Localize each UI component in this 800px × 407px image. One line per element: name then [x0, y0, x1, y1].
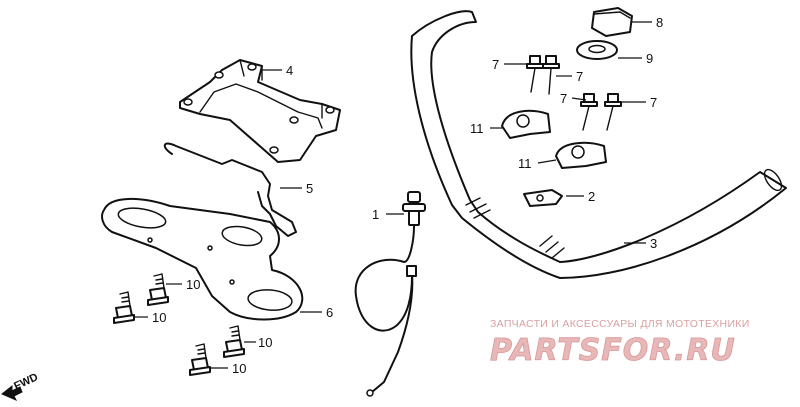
leader-lines — [134, 21, 652, 369]
callout-9: 9 — [646, 51, 653, 66]
watermark-brand: PARTSFOR.RU — [490, 333, 736, 368]
callout-2: 2 — [588, 189, 595, 204]
callout-5: 5 — [306, 181, 313, 196]
choke-cable — [354, 191, 426, 397]
bolt-7b — [542, 55, 560, 95]
watermark-tagline: ЗАПЧАСТИ И АКСЕССУАРЫ ДЛЯ МОТОТЕХНИКИ — [490, 318, 750, 330]
callouts: 4 5 6 1 2 3 8 9 7 7 7 7 11 11 10 10 10 1… — [152, 15, 663, 376]
bolt-10b — [113, 291, 135, 324]
callout-10c: 10 — [258, 335, 272, 350]
bolt-10a — [147, 273, 169, 306]
callout-10b: 10 — [152, 310, 166, 325]
callout-7c: 7 — [560, 91, 567, 106]
callout-1: 1 — [372, 207, 379, 222]
clamp-11a — [501, 109, 551, 139]
bolt-7c — [580, 93, 598, 131]
small-clamp — [523, 189, 563, 207]
arrow-left-icon — [1, 384, 23, 401]
callout-11a: 11 — [470, 121, 484, 136]
watermark: ЗАПЧАСТИ И АКСЕССУАРЫ ДЛЯ МОТОТЕХНИКИ PA… — [490, 318, 750, 368]
bolt-7d — [604, 93, 622, 131]
callout-6: 6 — [326, 305, 333, 320]
callout-4: 4 — [286, 63, 293, 78]
bolt-7a — [526, 55, 544, 93]
callout-10d: 10 — [232, 361, 246, 376]
fwd-indicator: FWD — [1, 371, 40, 401]
callout-3: 3 — [650, 236, 657, 251]
callout-8: 8 — [656, 15, 663, 30]
callout-11b: 11 — [518, 156, 532, 171]
fwd-label: FWD — [12, 371, 40, 392]
bolt-10c — [223, 325, 245, 358]
upper-holder — [179, 59, 341, 163]
bolt-10d — [189, 343, 211, 376]
handlebar-pipe — [410, 10, 787, 279]
callout-7b: 7 — [576, 69, 583, 84]
clamp-11b — [555, 141, 607, 169]
top-bridge — [101, 197, 304, 321]
callout-7a: 7 — [492, 57, 499, 72]
callout-7d: 7 — [650, 95, 657, 110]
cap — [591, 7, 633, 37]
washer — [576, 40, 618, 60]
callout-10a: 10 — [186, 277, 200, 292]
wire-guide — [163, 142, 297, 237]
